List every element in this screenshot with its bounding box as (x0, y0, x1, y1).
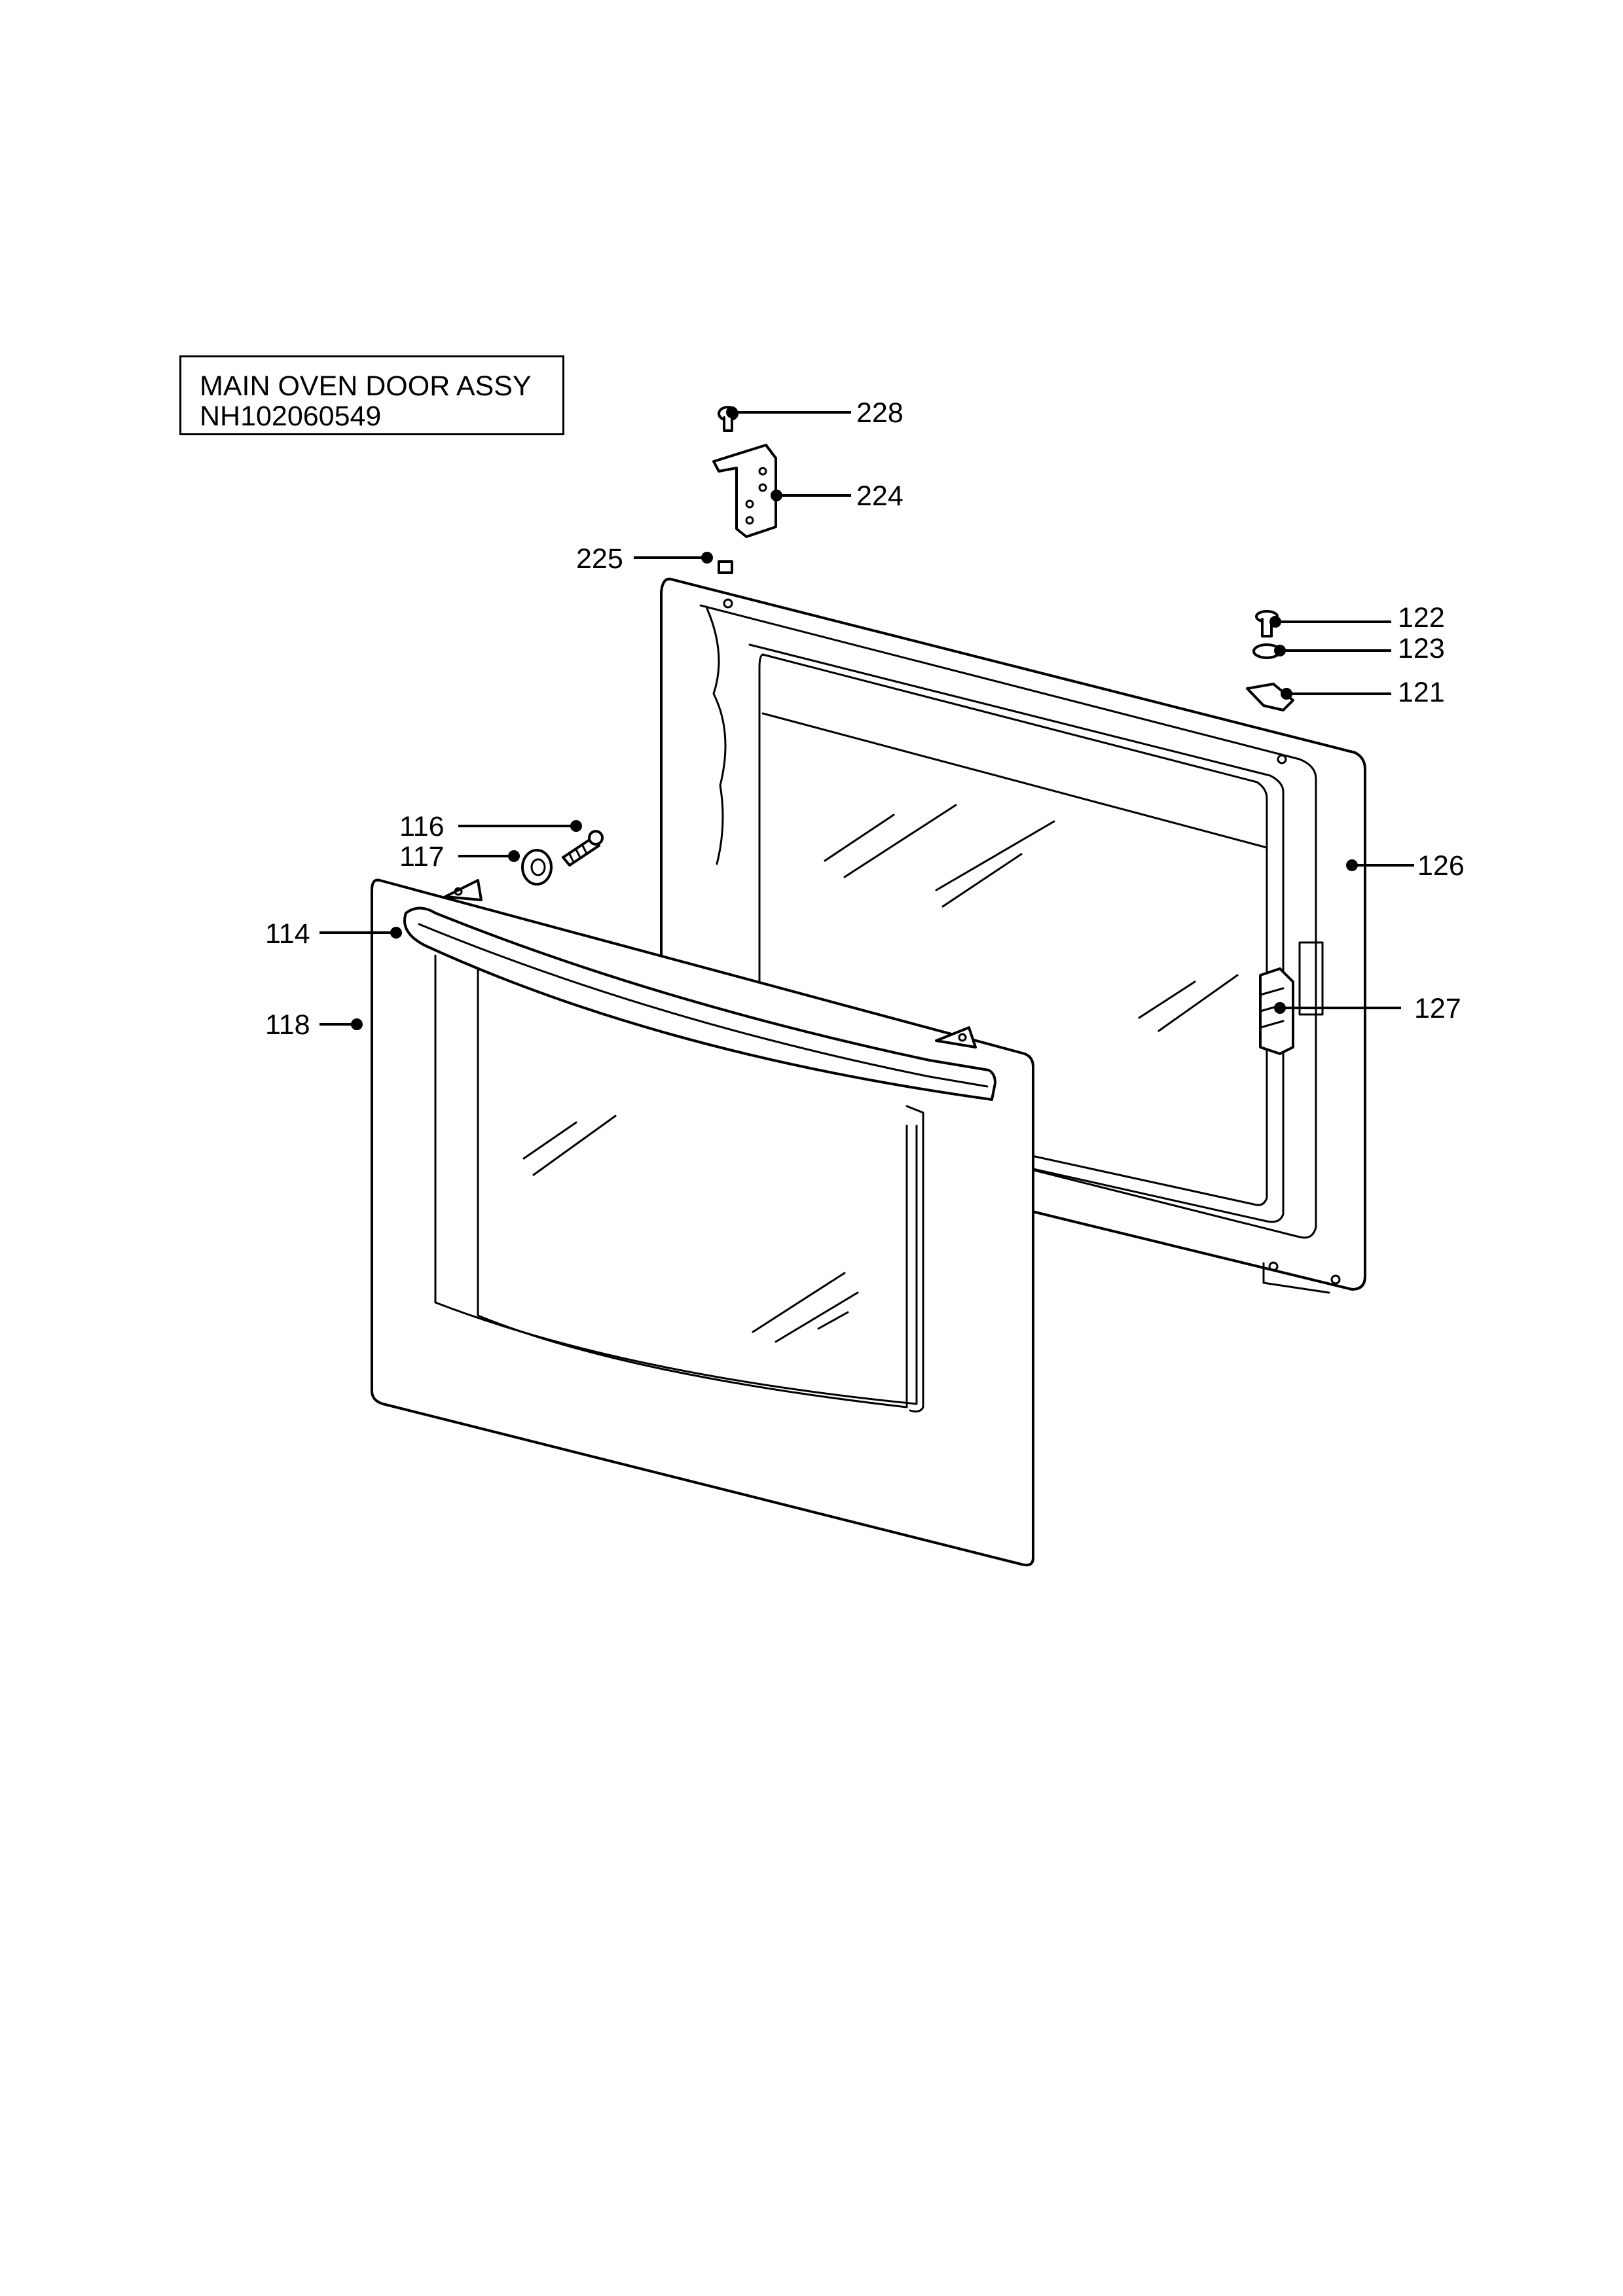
callout-122: 122 (1269, 602, 1445, 634)
callout-label-117: 117 (399, 841, 445, 872)
clip-121-part (1246, 683, 1294, 711)
callout-label-228: 228 (856, 397, 903, 429)
callout-label-114: 114 (265, 918, 310, 950)
callout-126: 126 (1346, 850, 1465, 882)
callout-228: 228 (726, 397, 903, 429)
assembly-part-number: NH102060549 (200, 401, 382, 432)
callout-label-224: 224 (856, 480, 903, 512)
callout-127: 127 (1274, 993, 1461, 1024)
screw-116-part (562, 830, 604, 867)
assembly-title-box: MAIN OVEN DOOR ASSY NH102060549 (179, 355, 564, 435)
assembly-title: MAIN OVEN DOOR ASSY (200, 370, 532, 402)
callout-224: 224 (771, 480, 903, 512)
callout-label-118: 118 (265, 1009, 310, 1041)
screw-122-part (1255, 610, 1279, 637)
callout-116: 116 (399, 811, 582, 842)
door-handle-part (403, 906, 996, 1101)
callout-121: 121 (1281, 677, 1445, 708)
callout-label-123: 123 (1398, 633, 1445, 664)
callout-118: 118 (265, 1009, 363, 1041)
callout-label-225: 225 (576, 543, 623, 575)
bush-117-part (521, 849, 553, 886)
hinge-bracket-part (712, 444, 777, 538)
callout-123: 123 (1274, 633, 1445, 664)
callout-225: 225 (576, 543, 713, 575)
callout-114: 114 (265, 918, 402, 950)
hinge-nut-part (718, 560, 733, 574)
callout-label-127: 127 (1414, 993, 1461, 1024)
callout-label-122: 122 (1398, 602, 1445, 634)
callout-label-116: 116 (399, 811, 445, 842)
callout-label-126: 126 (1417, 850, 1465, 882)
callout-117: 117 (399, 841, 520, 872)
callout-label-121: 121 (1398, 677, 1445, 708)
